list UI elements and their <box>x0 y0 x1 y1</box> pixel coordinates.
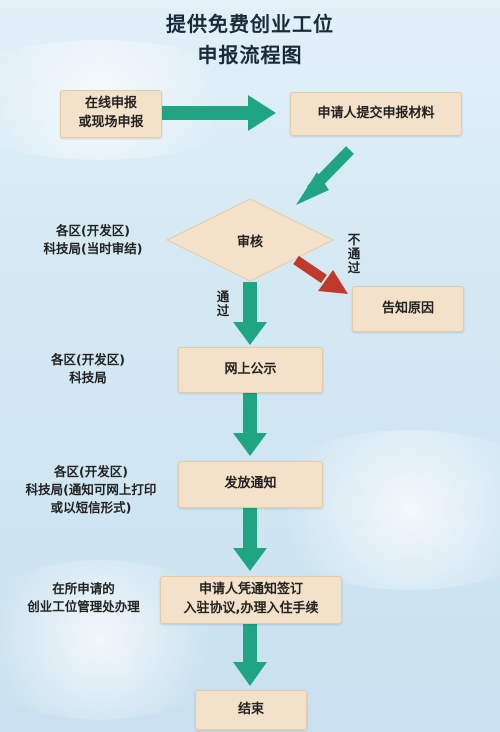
sign-side-line-2: 创业工位管理处办理 <box>27 599 140 615</box>
review-side-line-2: 科技局(当时审结) <box>43 241 143 257</box>
arrow-apply-to-submit <box>160 95 276 131</box>
arrow-submit-to-review <box>296 146 354 205</box>
notice-box: 发放通知 <box>178 461 323 508</box>
reason-label: 告知原因 <box>381 300 434 316</box>
end-label: 结束 <box>237 701 264 717</box>
review-decision-diamond <box>165 198 335 282</box>
publicity-label: 网上公示 <box>224 361 277 377</box>
apply-box: 在线申报 或现场申报 <box>60 90 162 138</box>
publicity-side-label: 各区(开发区) 科技局 <box>28 351 148 387</box>
apply-label-1: 在线申报 <box>84 96 137 112</box>
sign-side-label: 在所申请的 创业工位管理处办理 <box>6 580 161 616</box>
fail-branch-label: 不通过 <box>347 232 361 275</box>
arrow-review-to-publicity <box>233 282 267 345</box>
notice-side-line-3: 或以短信形式) <box>50 500 132 516</box>
reason-box: 告知原因 <box>352 286 464 332</box>
publicity-side-line-1: 各区(开发区) <box>51 352 125 367</box>
pass-branch-label: 通过 <box>216 289 230 318</box>
review-side-label: 各区(开发区) 科技局(当时审结) <box>18 222 168 258</box>
title-line-1: 提供免费创业工位 <box>166 12 334 36</box>
notice-side-label: 各区(开发区) 科技局(通知可网上打印 或以短信形式) <box>6 463 176 517</box>
diagram-title: 提供免费创业工位 申报流程图 <box>0 8 500 68</box>
review-side-line-1: 各区(开发区) <box>56 223 130 238</box>
apply-label-2: 或现场申报 <box>78 115 144 130</box>
publicity-side-line-2: 科技局 <box>69 370 107 386</box>
review-label: 审核 <box>236 235 263 250</box>
arrow-sign-to-end <box>233 624 267 686</box>
notice-side-line-1: 各区(开发区) <box>54 464 128 479</box>
submit-label: 申请人提交申报材料 <box>317 105 435 121</box>
notice-label: 发放通知 <box>224 476 277 492</box>
title-line-2: 申报流程图 <box>197 43 303 67</box>
submit-box: 申请人提交申报材料 <box>290 92 462 136</box>
sign-side-line-1: 在所申请的 <box>52 581 115 596</box>
arrow-review-to-reason <box>293 255 348 294</box>
arrow-notice-to-sign <box>233 508 267 571</box>
end-box: 结束 <box>195 690 307 730</box>
arrow-publicity-to-notice <box>233 393 267 456</box>
publicity-box: 网上公示 <box>178 347 323 393</box>
sign-box: 申请人凭通知签订 入驻协议,办理入住手续 <box>160 576 342 624</box>
sign-label-1: 申请人凭通知签订 <box>198 582 303 598</box>
notice-side-line-2: 科技局(通知可网上打印 <box>25 482 157 498</box>
sign-label-2: 入驻协议,办理入住手续 <box>183 601 319 616</box>
